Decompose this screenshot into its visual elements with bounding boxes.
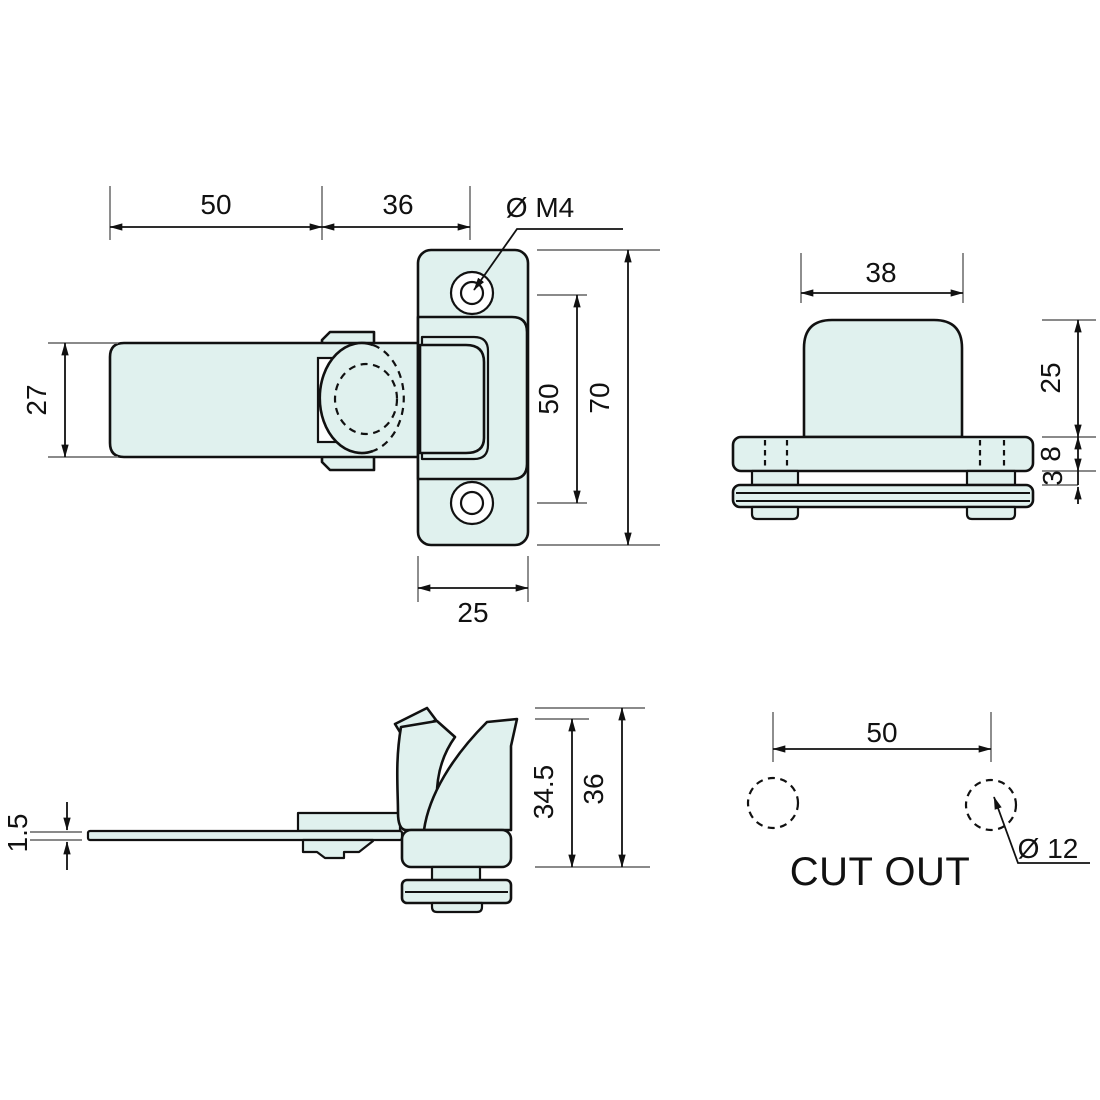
- screw-hole-top: [459, 280, 485, 306]
- dim-label-plate-length: 70: [584, 382, 615, 413]
- screw-hole-bottom: [459, 490, 485, 516]
- side-dimension-lines: [63, 707, 626, 870]
- front-base-lines: [736, 492, 1030, 502]
- dim-label-screw-hole: Ø M4: [506, 192, 574, 223]
- latch-block: [418, 343, 486, 455]
- front-hidden-screw-lines: [763, 440, 1006, 483]
- front-body: [802, 318, 964, 439]
- side-saddle: [400, 828, 513, 869]
- diameter-leader-line: [993, 796, 1090, 864]
- side-foot: [301, 838, 375, 860]
- dim-label-handle-width: 27: [21, 384, 52, 415]
- plan-view: 50 36 Ø M4 27 50 70 25: [21, 186, 660, 628]
- m4-leader-line: [473, 228, 623, 291]
- cutout-hole-left: [746, 776, 800, 830]
- plan-dimension-lines: [61, 223, 632, 592]
- cam-disc: [320, 343, 404, 453]
- dim-label-cutout-diameter: Ø 12: [1018, 833, 1079, 864]
- dim-label-pivot-offset: 36: [382, 189, 413, 220]
- side-stem: [430, 865, 482, 882]
- dim-label-bar-thickness: 1.5: [2, 814, 33, 853]
- front-flange: [731, 435, 1035, 473]
- cam-outline: [318, 341, 374, 455]
- dim-label-flange-height: 8: [1035, 446, 1066, 462]
- dim-label-inner-height: 34.5: [528, 765, 559, 820]
- dim-label-body-width: 38: [865, 257, 896, 288]
- cutout-title: CUT OUT: [790, 850, 971, 894]
- cutout-dimension-lines: [772, 745, 1090, 864]
- front-foot-left: [750, 505, 800, 521]
- front-foot-right: [965, 505, 1017, 521]
- dim-label-body-height: 25: [1035, 362, 1066, 393]
- cam-hidden-edge: [372, 343, 405, 453]
- cam-hidden-circle: [333, 362, 399, 436]
- side-extension-lines: [30, 707, 650, 868]
- dim-label-handle-length: 50: [200, 189, 231, 220]
- cutout-view: 50 Ø 12 CUT OUT: [746, 712, 1090, 894]
- side-nut: [430, 901, 484, 914]
- front-base-plate: [731, 483, 1035, 509]
- side-body: [422, 717, 519, 832]
- side-arm: [296, 811, 402, 833]
- front-boss-left: [750, 469, 800, 487]
- dim-label-panel-gap: 3: [1037, 470, 1068, 486]
- dim-label-cutout-spacing: 50: [866, 717, 897, 748]
- plan-extension-lines: [48, 186, 660, 602]
- dim-label-total-height: 36: [578, 773, 609, 804]
- side-flat-bar: [86, 829, 404, 842]
- side-view: 1.5 34.5 36: [2, 706, 650, 914]
- side-lever: [395, 719, 457, 832]
- front-boss-right: [965, 469, 1017, 487]
- front-dimension-lines: [800, 289, 1082, 504]
- front-view: 38 25 8 3: [731, 253, 1096, 521]
- dim-label-plate-width: 25: [457, 597, 488, 628]
- cutout-hole-right: [964, 778, 1018, 832]
- cutout-extension-lines: [772, 712, 992, 762]
- dim-label-hole-spacing: 50: [533, 383, 564, 414]
